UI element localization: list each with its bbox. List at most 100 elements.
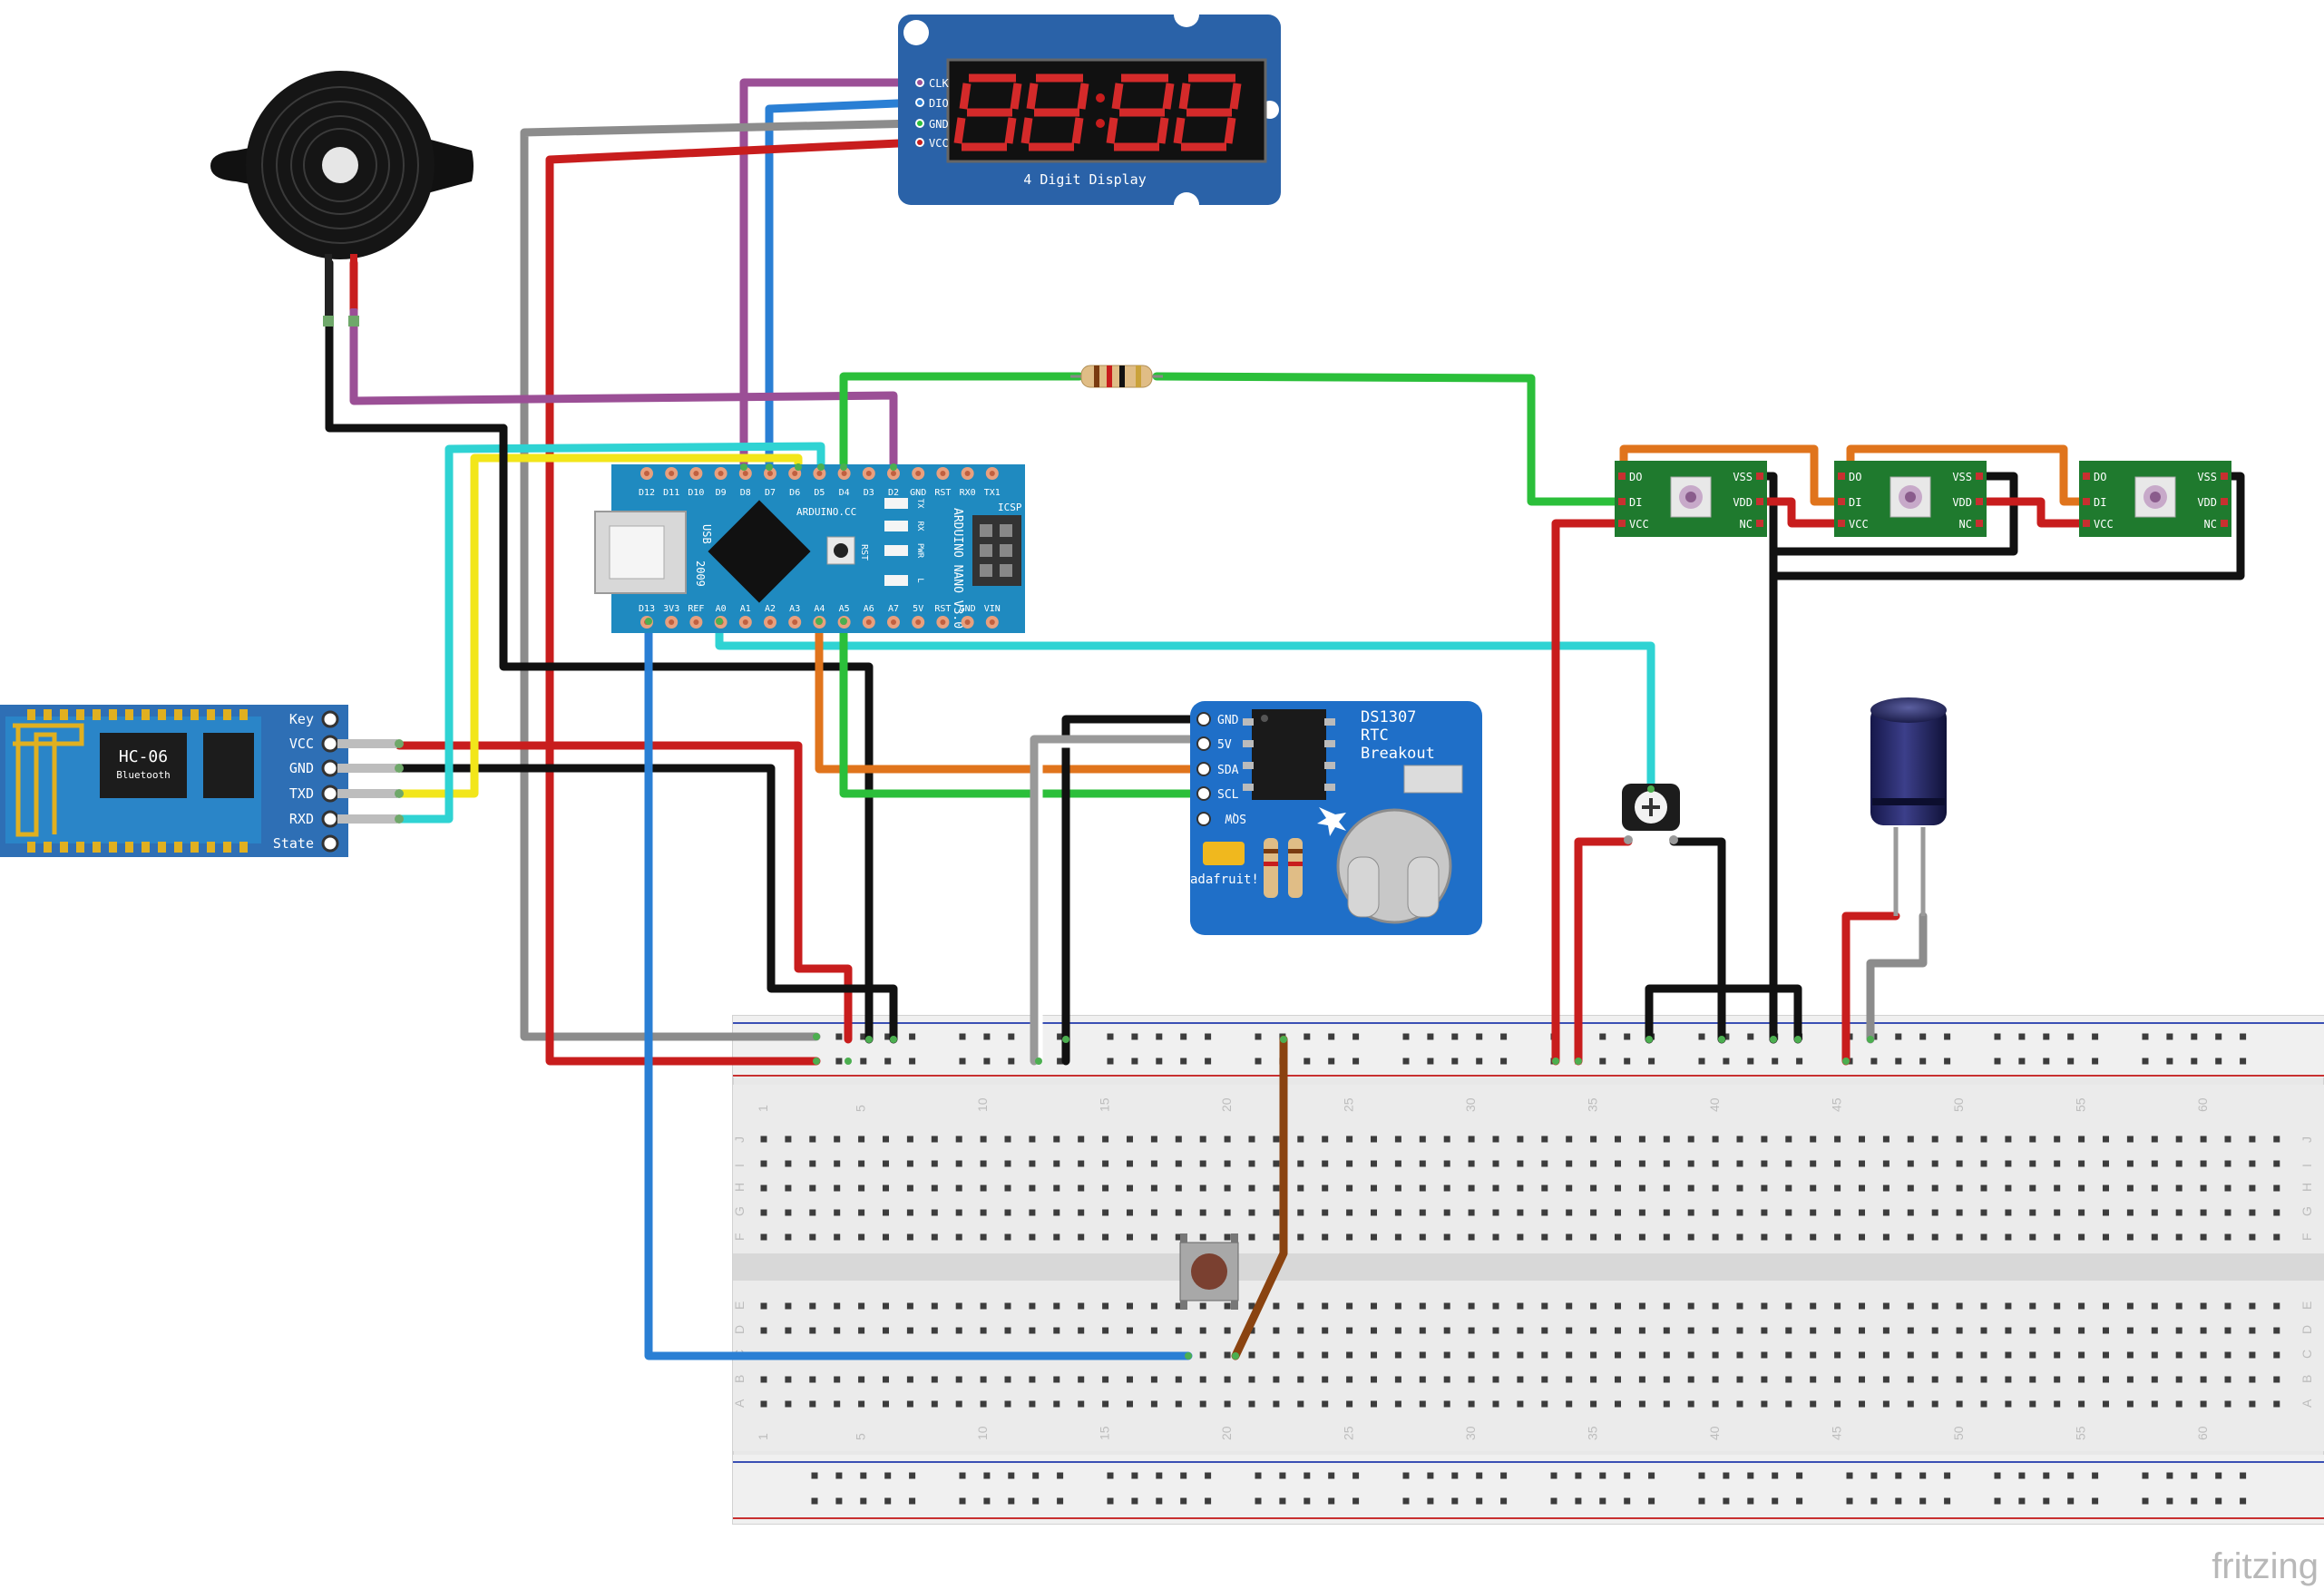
breadboard-hole[interactable] <box>1419 1376 1426 1383</box>
breadboard-hole[interactable] <box>1931 1209 1938 1216</box>
breadboard-hole[interactable] <box>1492 1302 1499 1310</box>
breadboard-hole[interactable] <box>1175 1327 1182 1334</box>
breadboard-hole[interactable] <box>1102 1160 1109 1167</box>
rail-hole[interactable] <box>1550 1472 1557 1479</box>
breadboard-hole[interactable] <box>1053 1376 1060 1383</box>
breadboard-hole[interactable] <box>1566 1327 1573 1334</box>
breadboard-hole[interactable] <box>1468 1209 1475 1216</box>
breadboard-hole[interactable] <box>760 1160 767 1167</box>
breadboard-hole[interactable] <box>760 1400 767 1408</box>
rail-hole[interactable] <box>1156 1058 1163 1065</box>
breadboard-hole[interactable] <box>2103 1376 2109 1383</box>
breadboard-hole[interactable] <box>1199 1351 1206 1359</box>
breadboard-hole[interactable] <box>1443 1184 1450 1192</box>
breadboard-hole[interactable] <box>1590 1327 1597 1334</box>
breadboard-hole[interactable] <box>1517 1302 1524 1310</box>
breadboard-hole[interactable] <box>2175 1400 2182 1408</box>
rail-hole[interactable] <box>1994 1472 2001 1479</box>
breadboard-hole[interactable] <box>1078 1327 1085 1334</box>
breadboard-hole[interactable] <box>1297 1184 1304 1192</box>
breadboard-hole[interactable] <box>1834 1209 1841 1216</box>
breadboard-hole[interactable] <box>1297 1351 1304 1359</box>
led-pad[interactable] <box>1976 473 1983 480</box>
rail-hole[interactable] <box>1205 1033 1212 1040</box>
breadboard-hole[interactable] <box>1687 1302 1694 1310</box>
breadboard-hole[interactable] <box>1297 1160 1304 1167</box>
breadboard-hole[interactable] <box>1638 1160 1645 1167</box>
breadboard-hole[interactable] <box>1517 1233 1524 1241</box>
breadboard-hole[interactable] <box>1882 1209 1889 1216</box>
breadboard-hole[interactable] <box>785 1160 792 1167</box>
rail-hole[interactable] <box>1402 1497 1410 1505</box>
breadboard-hole[interactable] <box>1785 1302 1792 1310</box>
rail-hole[interactable] <box>983 1033 991 1040</box>
breadboard-hole[interactable] <box>1859 1302 1865 1310</box>
breadboard-hole[interactable] <box>858 1160 865 1167</box>
breadboard-hole[interactable] <box>2249 1302 2256 1310</box>
breadboard-hole[interactable] <box>2175 1160 2182 1167</box>
breadboard-hole[interactable] <box>1785 1400 1792 1408</box>
rail-hole[interactable] <box>884 1497 892 1505</box>
breadboard-hole[interactable] <box>1004 1184 1011 1192</box>
rail-hole[interactable] <box>2142 1033 2149 1040</box>
breadboard-hole[interactable] <box>2078 1302 2085 1310</box>
breadboard-hole[interactable] <box>2126 1184 2134 1192</box>
breadboard-hole[interactable] <box>931 1327 938 1334</box>
breadboard-hole[interactable] <box>1078 1184 1085 1192</box>
breadboard-hole[interactable] <box>1127 1209 1133 1216</box>
breadboard-hole[interactable] <box>1322 1136 1329 1143</box>
breadboard-hole[interactable] <box>1394 1209 1401 1216</box>
breadboard-hole[interactable] <box>1980 1400 1987 1408</box>
rail-hole[interactable] <box>1107 1058 1114 1065</box>
rail-hole[interactable] <box>1032 1472 1040 1479</box>
breadboard-hole[interactable] <box>1394 1351 1401 1359</box>
breadboard-hole[interactable] <box>1248 1184 1255 1192</box>
breadboard-hole[interactable] <box>785 1184 792 1192</box>
breadboard-hole[interactable] <box>1468 1327 1475 1334</box>
breadboard-hole[interactable] <box>2249 1209 2256 1216</box>
breadboard-hole[interactable] <box>2249 1400 2256 1408</box>
breadboard-hole[interactable] <box>2273 1327 2280 1334</box>
breadboard-hole[interactable] <box>2224 1233 2231 1241</box>
breadboard-hole[interactable] <box>1346 1351 1353 1359</box>
rail-hole[interactable] <box>1772 1497 1779 1505</box>
breadboard-hole[interactable] <box>1931 1184 1938 1192</box>
rail-hole[interactable] <box>959 1497 966 1505</box>
breadboard-hole[interactable] <box>2054 1184 2061 1192</box>
rail-hole[interactable] <box>2215 1033 2222 1040</box>
rail-hole[interactable] <box>2240 1058 2247 1065</box>
breadboard-hole[interactable] <box>1371 1136 1377 1143</box>
rail-hole[interactable] <box>2191 1033 2198 1040</box>
breadboard-hole[interactable] <box>785 1302 792 1310</box>
rail-hole[interactable] <box>884 1033 892 1040</box>
rail-hole[interactable] <box>860 1058 867 1065</box>
breadboard-hole[interactable] <box>883 1400 889 1408</box>
breadboard-hole[interactable] <box>1810 1376 1817 1383</box>
breadboard-hole[interactable] <box>1736 1376 1743 1383</box>
breadboard-hole[interactable] <box>1029 1209 1036 1216</box>
breadboard-hole[interactable] <box>2078 1327 2085 1334</box>
breadboard-hole[interactable] <box>2249 1184 2256 1192</box>
breadboard-hole[interactable] <box>1761 1302 1768 1310</box>
breadboard-hole[interactable] <box>1371 1351 1377 1359</box>
breadboard-hole[interactable] <box>1224 1233 1231 1241</box>
breadboard-hole[interactable] <box>1882 1351 1889 1359</box>
breadboard-hole[interactable] <box>1248 1136 1255 1143</box>
rail-hole[interactable] <box>2191 1472 2198 1479</box>
breadboard-hole[interactable] <box>955 1400 962 1408</box>
breadboard-hole[interactable] <box>809 1184 816 1192</box>
rail-hole[interactable] <box>2240 1497 2247 1505</box>
breadboard-hole[interactable] <box>2200 1400 2207 1408</box>
breadboard-hole[interactable] <box>2249 1376 2256 1383</box>
breadboard-hole[interactable] <box>1029 1233 1036 1241</box>
breadboard-hole[interactable] <box>955 1184 962 1192</box>
rail-hole[interactable] <box>1476 1472 1483 1479</box>
breadboard-hole[interactable] <box>2273 1351 2280 1359</box>
breadboard-hole[interactable] <box>955 1327 962 1334</box>
rail-hole[interactable] <box>1008 1497 1015 1505</box>
breadboard-hole[interactable] <box>1004 1209 1011 1216</box>
rail-hole[interactable] <box>1279 1497 1286 1505</box>
breadboard-hole[interactable] <box>1248 1233 1255 1241</box>
breadboard-hole[interactable] <box>1371 1184 1377 1192</box>
rail-hole[interactable] <box>983 1497 991 1505</box>
